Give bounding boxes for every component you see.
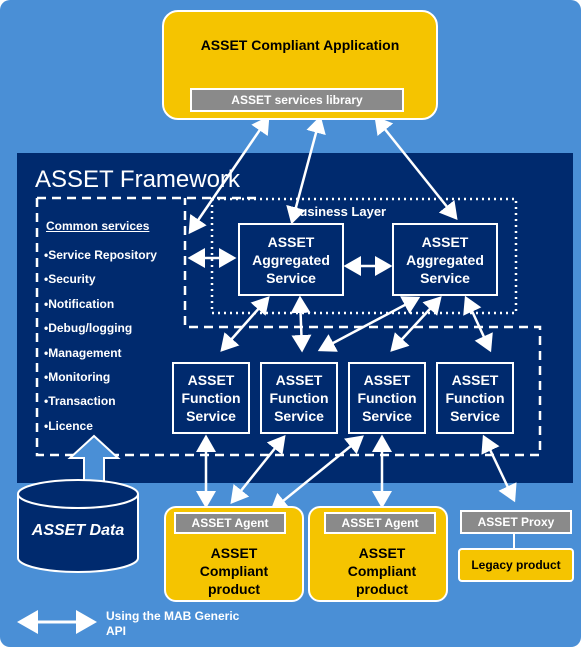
legend-label: Using the MAB Generic API xyxy=(106,609,240,638)
common-service-item: •Security xyxy=(44,272,96,287)
arrow-fs4-proxy xyxy=(481,434,517,503)
common-service-item: •Debug/logging xyxy=(44,321,133,336)
common-services-title: Common services xyxy=(46,219,150,233)
data-store-label: ASSET Data xyxy=(31,522,125,539)
function-service-2: ASSET Function Service xyxy=(260,362,338,434)
arrow-agg1-fs2 xyxy=(290,295,312,353)
data-store-cylinder xyxy=(17,494,139,573)
asset-proxy: ASSET Proxy xyxy=(460,510,572,534)
arrow-agg2-fs4 xyxy=(463,295,493,353)
common-service-item: •Licence xyxy=(44,418,93,433)
common-service-item: •Notification xyxy=(44,296,115,311)
services-library: ASSET services library xyxy=(190,88,404,112)
compliant-product-1-label: ASSET Compliant product xyxy=(199,545,269,597)
common-service-item: •Monitoring xyxy=(44,369,111,384)
common-service-item: •Transaction xyxy=(44,394,116,409)
aggregated-service-1: ASSET Aggregated Service xyxy=(238,223,344,296)
application-title: ASSET Compliant Application xyxy=(200,37,400,53)
arrow-agg2-fs3 xyxy=(390,296,442,352)
asset-agent-2: ASSET Agent xyxy=(324,512,436,534)
arrow-lib-agg1 xyxy=(286,115,326,225)
legacy-product: Legacy product xyxy=(458,548,574,582)
arrow-lib-common xyxy=(188,115,270,235)
aggregated-service-2: ASSET Aggregated Service xyxy=(392,223,498,296)
common-service-item: •Service Repository xyxy=(44,248,157,262)
asset-agent-1: ASSET Agent xyxy=(174,512,286,534)
arrow-lib-agg2 xyxy=(374,116,458,220)
business-layer-label: Business Layer xyxy=(290,204,387,219)
function-service-1: ASSET Function Service xyxy=(172,362,250,434)
compliant-product-2-label: ASSET Compliant product xyxy=(347,545,417,597)
function-service-3: ASSET Function Service xyxy=(348,362,426,434)
arrow-fs3-agent1 xyxy=(270,435,364,512)
function-service-4: ASSET Function Service xyxy=(436,362,514,434)
framework-title: ASSET Framework xyxy=(35,166,240,193)
arrow-agg1-fs1 xyxy=(220,296,270,352)
common-service-item: •Management xyxy=(44,345,122,360)
common-services-list: •Service Repository •Security •Notificat… xyxy=(44,248,194,443)
data-store-arrow xyxy=(67,434,121,483)
